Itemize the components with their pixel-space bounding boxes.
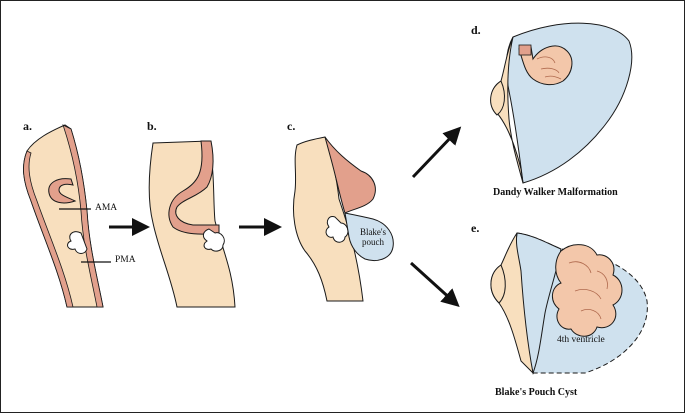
blakes-pouch-label-line2: pouch — [362, 237, 384, 247]
arrow-c-to-d — [411, 126, 462, 179]
caption-blakes-pouch-cyst: Blake's Pouch Cyst — [495, 387, 578, 398]
blakes-pouch-label-line1: Blake's — [359, 227, 387, 237]
caption-dandy-walker: Dandy Walker Malformation — [493, 187, 618, 198]
pma-label: PMA — [115, 255, 136, 265]
blakes-pouch-cyst-illustration — [490, 232, 648, 375]
arrow-c-to-e — [409, 261, 460, 308]
stage-a-illustration — [23, 124, 111, 308]
blakes-pouch-label: Blake's pouch — [353, 227, 393, 247]
stage-c-illustration — [292, 136, 394, 302]
ama-label: AMA — [95, 203, 118, 213]
panel-label-e: e. — [471, 221, 480, 235]
stage-b-illustration — [148, 140, 236, 308]
fourth-ventricle-label: 4th ventricle — [557, 335, 605, 345]
panel-label-d: d. — [471, 23, 481, 37]
panel-label-b: b. — [147, 119, 157, 133]
panel-label-c: c. — [287, 119, 296, 133]
dandy-walker-illustration — [490, 22, 633, 184]
panel-label-a: a. — [23, 119, 32, 133]
